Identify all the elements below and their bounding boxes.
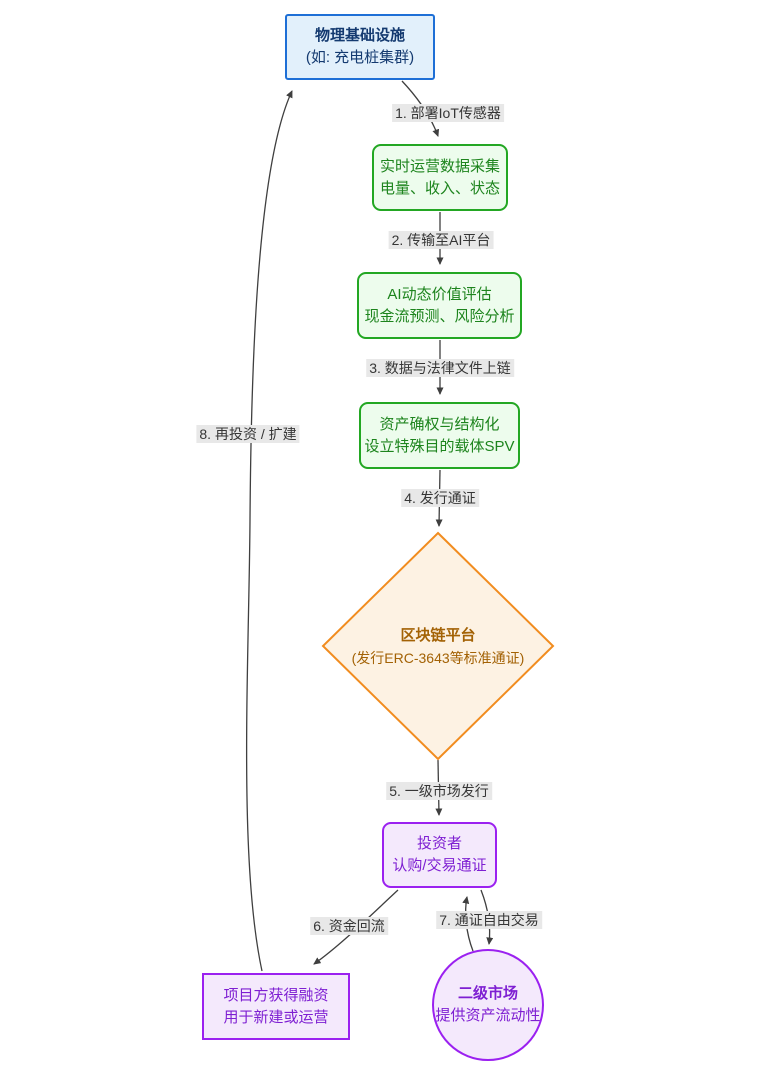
- edge-label-6: 6. 资金回流: [310, 917, 388, 935]
- node-asset-structuring-spv: 资产确权与结构化 设立特殊目的载体SPV: [359, 402, 520, 469]
- node-title: 实时运营数据采集: [379, 157, 500, 175]
- node-subtitle: (如: 充电桩集群): [305, 49, 415, 66]
- node-title: 区块链平台: [400, 627, 476, 644]
- edge-8-reinvest: [245, 90, 293, 972]
- node-blockchain-platform-label: 区块链平台 (发行ERC-3643等标准通证): [328, 624, 548, 670]
- edge-label-3: 3. 数据与法律文件上链: [366, 359, 514, 377]
- node-subtitle: 现金流预测、风险分析: [364, 307, 515, 325]
- node-subtitle: 电量、收入、状态: [379, 179, 500, 197]
- node-subtitle: 认购/交易通证: [392, 857, 487, 874]
- node-title: 投资者: [416, 835, 462, 852]
- node-subtitle: (发行ERC-3643等标准通证): [351, 650, 525, 666]
- edge-label-2: 2. 传输至AI平台: [388, 231, 494, 249]
- node-project-financing: 项目方获得融资 用于新建或运营: [202, 973, 350, 1040]
- node-physical-infrastructure: 物理基础设施 (如: 充电桩集群): [285, 14, 435, 80]
- blockchain-diamond-shape: [321, 531, 555, 761]
- node-secondary-market-label: 二级市场 提供资产流动性: [413, 982, 563, 1028]
- node-title: AI动态价值评估: [387, 285, 492, 303]
- node-subtitle: 设立特殊目的载体SPV: [364, 437, 515, 455]
- node-title: 资产确权与结构化: [379, 415, 500, 433]
- edge-label-1: 1. 部署IoT传感器: [392, 104, 504, 122]
- edge-label-8: 8. 再投资 / 扩建: [196, 425, 300, 443]
- node-subtitle: 用于新建或运营: [223, 1008, 329, 1026]
- edge-label-5: 5. 一级市场发行: [386, 782, 492, 800]
- node-title: 物理基础设施: [314, 27, 405, 44]
- node-title: 项目方获得融资: [223, 986, 329, 1004]
- edge-label-7: 7. 通证自由交易: [436, 911, 542, 929]
- node-investor: 投资者 认购/交易通证: [382, 822, 497, 888]
- node-subtitle: 提供资产流动性: [435, 1007, 541, 1024]
- node-ai-valuation: AI动态价值评估 现金流预测、风险分析: [357, 272, 522, 339]
- edge-label-4: 4. 发行通证: [401, 489, 479, 507]
- node-title: 二级市场: [457, 985, 518, 1002]
- secondary-market-circle-shape: [432, 949, 544, 1061]
- node-realtime-data-collection: 实时运营数据采集 电量、收入、状态: [372, 144, 508, 211]
